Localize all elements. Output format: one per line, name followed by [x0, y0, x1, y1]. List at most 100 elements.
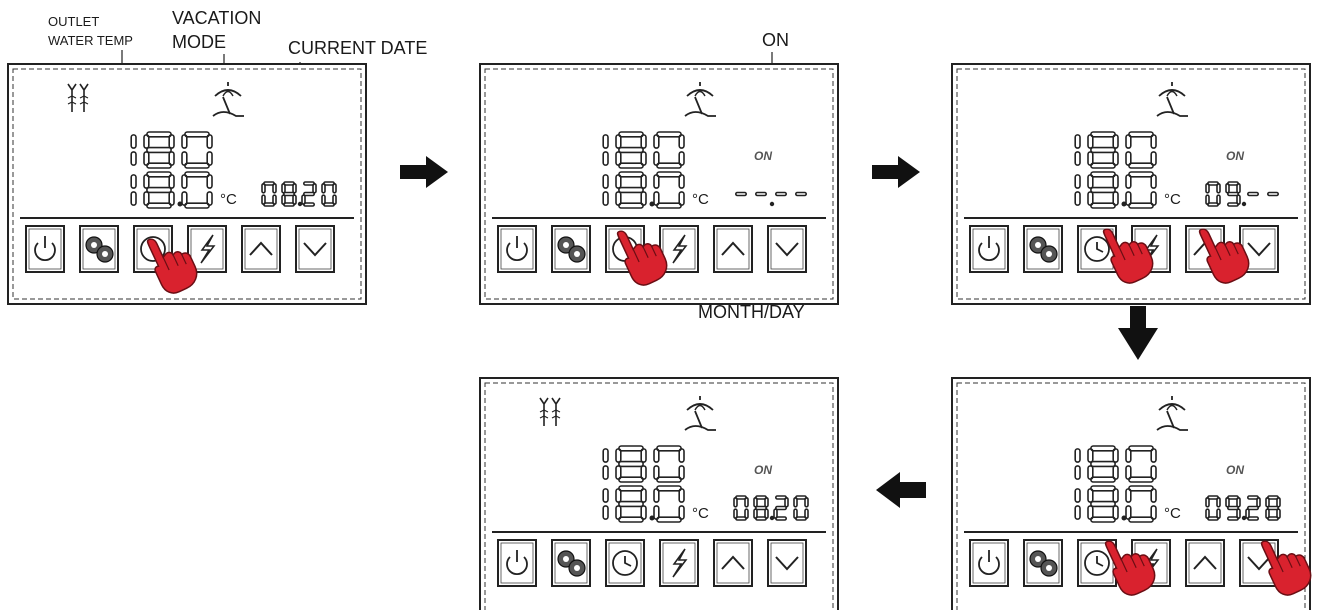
lcd-segment — [1267, 191, 1280, 197]
fan-button[interactable] — [551, 539, 591, 587]
lcd-segment — [206, 134, 213, 149]
up-arrow-button[interactable] — [1185, 539, 1225, 587]
temp-digits — [1074, 485, 1157, 523]
lcd-segment — [302, 191, 315, 197]
temp-digits — [1074, 171, 1157, 209]
lcd-segment — [1125, 505, 1132, 520]
lcd-segment — [653, 465, 660, 480]
fan-button[interactable] — [551, 225, 591, 273]
lcd-segment — [1247, 516, 1260, 521]
lcd-segment — [1087, 448, 1094, 463]
clock-icon — [1084, 550, 1110, 576]
clock-button[interactable] — [1077, 539, 1117, 587]
clock-button[interactable] — [605, 539, 645, 587]
lcd-segment — [754, 191, 767, 197]
lcd-segment — [1074, 448, 1081, 463]
vacation-label-line1: VACATION — [172, 8, 261, 28]
power-icon — [978, 550, 1000, 576]
lcd-segment — [1216, 496, 1221, 508]
fan-icon — [1029, 236, 1058, 263]
lcd-segment — [733, 496, 738, 508]
lcd-segment — [615, 151, 622, 166]
lcd-segment — [640, 134, 647, 149]
lcd-segment — [793, 508, 798, 520]
panel-dashed-border — [12, 68, 362, 300]
power-button[interactable] — [497, 539, 537, 587]
power-button[interactable] — [969, 225, 1009, 273]
lcd-segment — [181, 134, 188, 149]
lcd-segment — [615, 465, 622, 480]
lcd-segment — [1205, 194, 1210, 205]
temp-unit: °C — [692, 191, 709, 208]
lcd-segment — [1125, 488, 1132, 503]
lcd-segment — [130, 151, 137, 166]
lcd-segment — [302, 202, 315, 207]
lcd-segment — [130, 174, 137, 189]
lcd-segment — [1125, 151, 1132, 166]
lcd-segment — [1227, 516, 1240, 521]
lcd-segment — [1150, 488, 1157, 503]
lcd-segment — [1074, 465, 1081, 480]
lcd-segment — [1087, 488, 1094, 503]
lcd-segment — [615, 174, 622, 189]
power-icon — [978, 236, 1000, 262]
lcd-segment — [1087, 191, 1094, 206]
outlet-label-line2: WATER TEMP — [48, 33, 133, 48]
lcd-segment — [1074, 505, 1081, 520]
temp-top-digits — [130, 131, 213, 169]
power-button[interactable] — [25, 225, 65, 273]
up-arrow-button[interactable] — [713, 225, 753, 273]
lcd-segment — [1125, 134, 1132, 149]
lcd-panel-5: °CON — [479, 377, 839, 610]
lcd-segment — [1205, 183, 1210, 194]
lcd-segment — [1150, 134, 1157, 149]
date-digits — [261, 181, 337, 207]
fan-icon — [557, 236, 586, 263]
lcd-segment — [1112, 174, 1119, 189]
lcd-segment — [615, 191, 622, 206]
down-arrow-button[interactable] — [767, 225, 807, 273]
fan-button[interactable] — [79, 225, 119, 273]
lcd-panel-2: °CON — [479, 63, 839, 305]
down-arrow-icon — [1247, 242, 1271, 257]
arrow-left — [876, 472, 926, 508]
lcd-segment — [1125, 174, 1132, 189]
date-digits — [1205, 495, 1281, 521]
fan-button[interactable] — [1023, 539, 1063, 587]
lcd-segment — [653, 134, 660, 149]
lcd-segment — [678, 174, 685, 189]
lcd-segment — [653, 505, 660, 520]
lcd-segment — [1090, 186, 1116, 194]
lcd-segment — [794, 191, 807, 197]
lcd-segment — [332, 183, 337, 194]
down-arrow-button[interactable] — [295, 225, 335, 273]
fan-icon — [557, 550, 586, 577]
date-digits — [734, 191, 807, 207]
up-arrow-icon — [1193, 555, 1217, 570]
up-arrow-button[interactable] — [241, 225, 281, 273]
fan-button[interactable] — [1023, 225, 1063, 273]
lcd-segment — [602, 488, 609, 503]
lcd-segment — [618, 146, 644, 154]
lcd-segment — [261, 194, 266, 205]
lcd-segment — [640, 448, 647, 463]
temp-unit: °C — [1164, 505, 1181, 522]
lcd-segment — [602, 505, 609, 520]
power-button[interactable] — [969, 539, 1009, 587]
power-button[interactable] — [497, 225, 537, 273]
lcd-segment — [774, 505, 787, 511]
on-indicator: ON — [1226, 149, 1244, 163]
up-arrow-button[interactable] — [713, 539, 753, 587]
lcd-segment — [734, 191, 747, 197]
lcd-segment — [146, 186, 172, 194]
lcd-segment — [602, 465, 609, 480]
lcd-segment — [143, 174, 150, 189]
lightning-button[interactable] — [659, 539, 699, 587]
lcd-segment — [143, 191, 150, 206]
power-icon — [506, 236, 528, 262]
down-arrow-button[interactable] — [767, 539, 807, 587]
lcd-segment — [282, 191, 295, 197]
month-day-label: MONTH/DAY — [698, 302, 805, 322]
lcd-segment — [602, 174, 609, 189]
lcd-segment — [206, 174, 213, 189]
